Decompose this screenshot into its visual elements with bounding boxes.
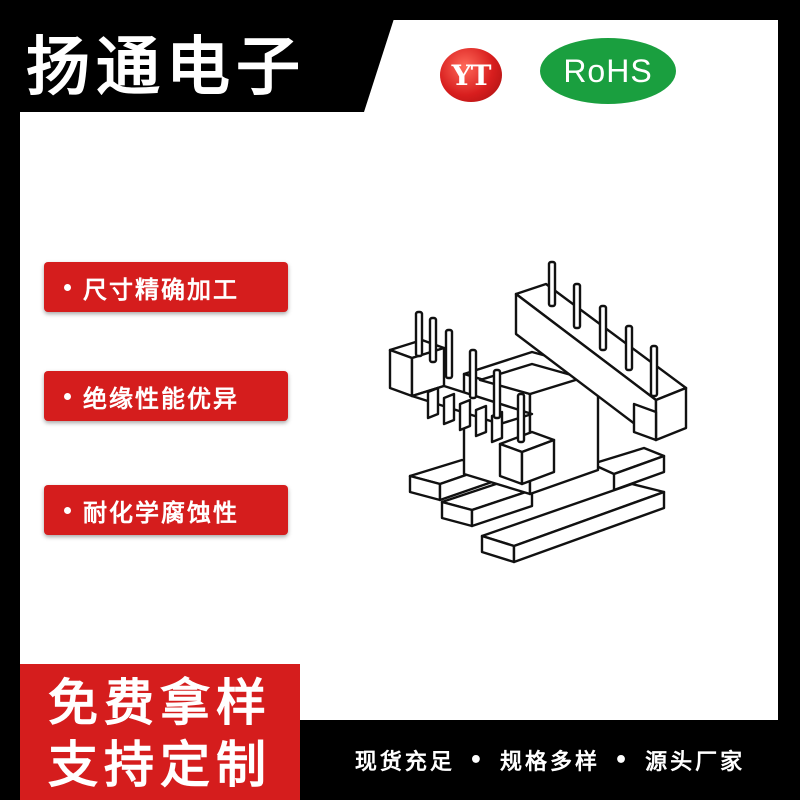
tagline-bar: 现货充足 • 规格多样 • 源头厂家: [300, 720, 800, 800]
cta-free-sample: 免费拿样: [48, 674, 272, 732]
feature-pill-3: 耐化学腐蚀性: [44, 485, 288, 535]
transformer-bobbin-icon: [388, 260, 688, 564]
cta-block: 免费拿样 支持定制: [20, 664, 300, 800]
feature-pill-1: 尺寸精确加工: [44, 262, 288, 312]
tagline-item-3: 源头厂家: [645, 750, 746, 775]
tagline-item-2: 规格多样: [499, 750, 600, 775]
rohs-text: RoHS: [563, 52, 653, 89]
brand-header: [0, 0, 400, 112]
brand-name: 扬通电子: [26, 31, 306, 105]
feature-label-2: 绝缘性能优异: [83, 384, 239, 413]
tagline-separator: •: [614, 747, 632, 773]
yt-logo-text: YT: [451, 58, 492, 92]
tagline-separator: •: [468, 747, 486, 773]
feature-pill-2: 绝缘性能优异: [44, 371, 288, 421]
rohs-badge: RoHS: [540, 38, 676, 104]
bullet-icon: [64, 392, 71, 400]
tagline-item-1: 现货充足: [354, 750, 455, 775]
cta-customization: 支持定制: [48, 736, 272, 794]
bullet-icon: [64, 283, 71, 291]
yt-logo-icon: YT: [440, 48, 502, 102]
feature-label-1: 尺寸精确加工: [83, 275, 239, 304]
bullet-icon: [64, 506, 71, 514]
feature-label-3: 耐化学腐蚀性: [83, 498, 239, 527]
